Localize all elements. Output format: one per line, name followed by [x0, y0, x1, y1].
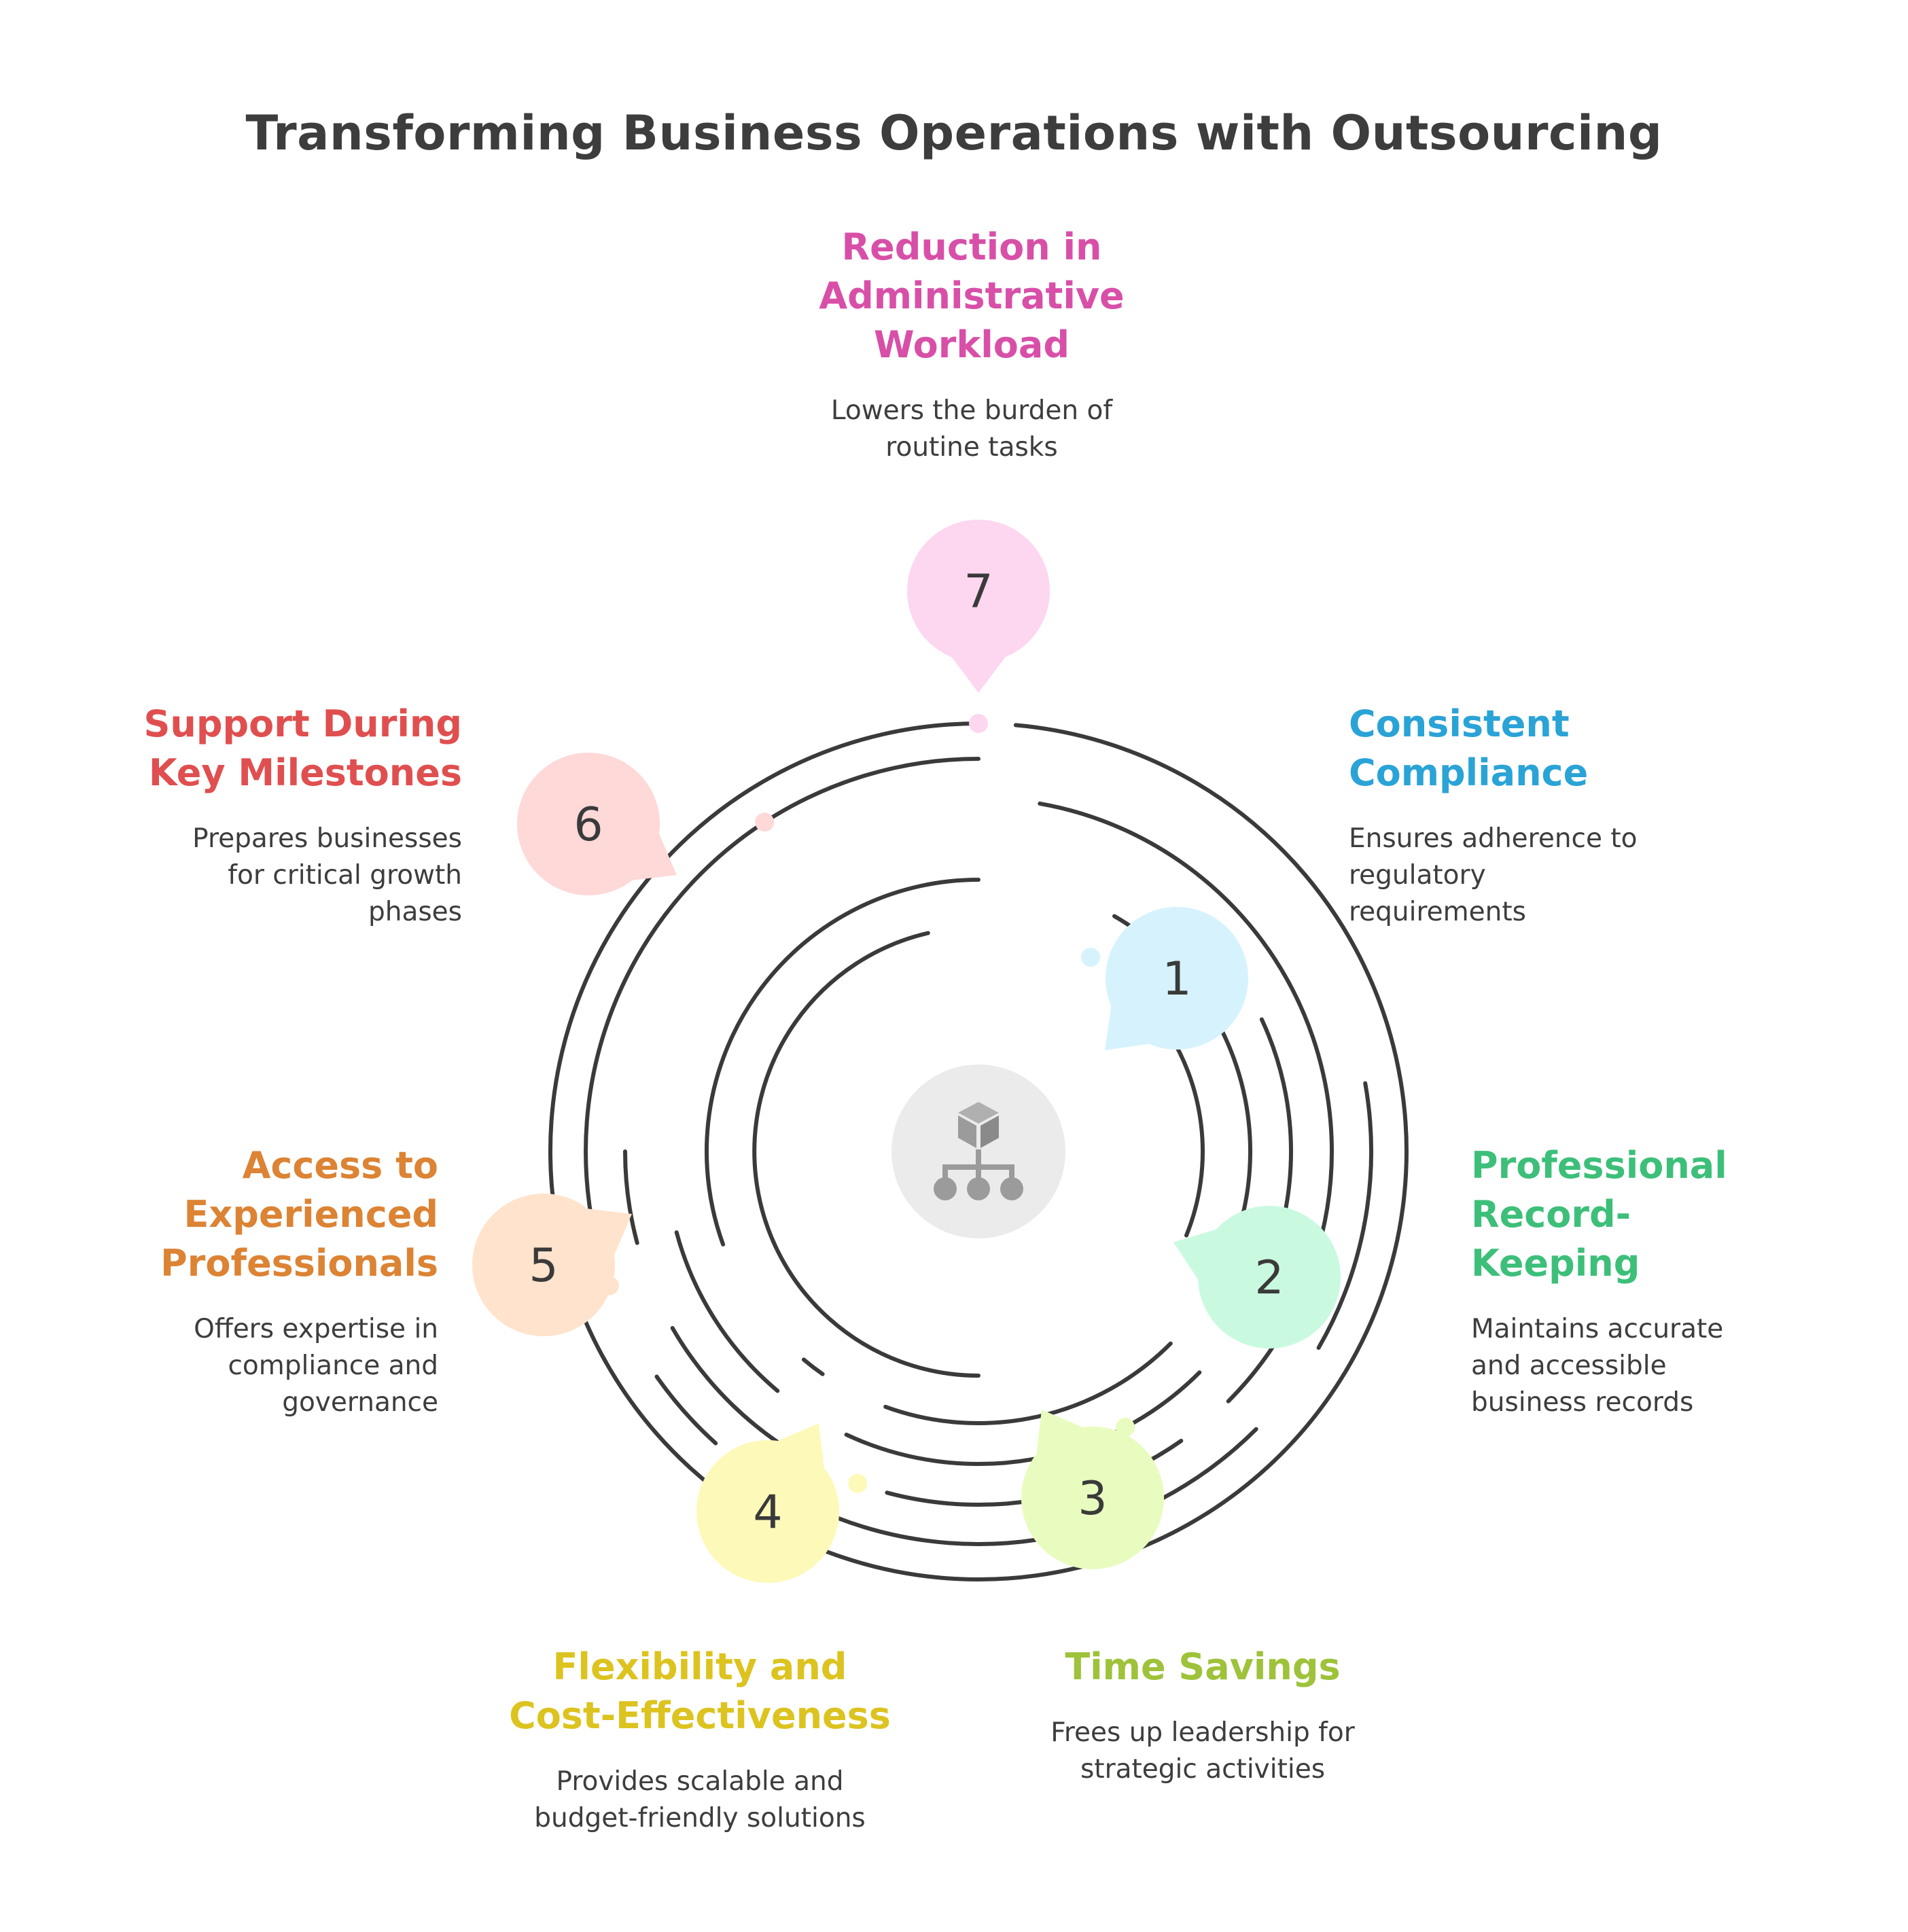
- item-3-title: Time Savings: [1065, 1645, 1341, 1688]
- ring-arc: [1316, 1081, 1373, 1350]
- bubble-circle: [517, 753, 660, 895]
- ring-arc: [801, 1357, 825, 1376]
- item-5-access-to-experienced-professionals: Access to Experienced Professionals Offe…: [109, 1141, 438, 1421]
- ring-arc: [1160, 1020, 1205, 1238]
- item-3-number: 3: [1078, 1472, 1107, 1526]
- item-1-description: Ensures adherence to regulatory requirem…: [1349, 823, 1638, 927]
- ring-arc: [548, 721, 1409, 1581]
- item-4-bubble: 4: [696, 1423, 839, 1583]
- item-7-bubble: 7: [907, 520, 1050, 693]
- item-2-bubble: 2: [1173, 1206, 1341, 1348]
- bubble-tail: [951, 657, 1006, 693]
- item-4-ring-dot: [848, 1473, 868, 1493]
- item-6-number: 6: [573, 798, 603, 852]
- item-4-description: Provides scalable and budget-friendly so…: [534, 1766, 866, 1833]
- item-2-title: Professional Record- Keeping: [1471, 1144, 1727, 1285]
- item-5-bubble: 5: [472, 1194, 632, 1336]
- item-2-description: Maintains accurate and accessible busine…: [1471, 1314, 1724, 1418]
- item-3-time-savings: Time Savings Frees up leadership for str…: [999, 1643, 1407, 1788]
- bubble-circle: [472, 1194, 615, 1336]
- item-1-consistent-compliance: Consistent Compliance Ensures adherence …: [1349, 700, 1756, 931]
- item-1-ring-dot: [1081, 948, 1100, 967]
- item-6-title: Support During Key Milestones: [143, 702, 463, 794]
- ring-arc: [584, 757, 980, 1288]
- item-5-title: Access to Experienced Professionals: [160, 1144, 438, 1285]
- item-1-title: Consistent Compliance: [1349, 702, 1589, 794]
- item-2-professional-record-keeping: Professional Record- Keeping Maintains a…: [1471, 1141, 1879, 1421]
- item-3-ring-dot: [1115, 1418, 1135, 1437]
- item-4-number: 4: [753, 1486, 782, 1539]
- ring-arc: [883, 1341, 1173, 1425]
- bubble-circle: [1106, 907, 1248, 1050]
- bubble-tail: [1173, 1229, 1216, 1280]
- item-7-title: Reduction in Administrative Workload: [819, 226, 1125, 366]
- hierarchy-cube-icon: [934, 1102, 1023, 1200]
- bubble-circle: [1021, 1427, 1164, 1569]
- ring-arc: [752, 931, 980, 1378]
- item-6-bubble: 6: [517, 753, 677, 895]
- item-3-description: Frees up leadership for strategic activi…: [1050, 1717, 1355, 1785]
- ring-arc: [654, 1374, 718, 1446]
- item-7-ring-dot: [969, 714, 988, 733]
- item-7-reduction-in-administrative-workload: Reduction in Administrative Workload Low…: [734, 223, 1209, 466]
- ring-arc: [674, 1230, 780, 1393]
- item-4-flexibility-and-cost-effectiveness: Flexibility and Cost-Effectiveness Provi…: [462, 1643, 938, 1837]
- item-5-description: Offers expertise in compliance and gover…: [194, 1314, 438, 1418]
- item-5-number: 5: [529, 1239, 558, 1293]
- item-3-bubble: 3: [1021, 1410, 1164, 1569]
- ring-arc: [622, 1149, 639, 1245]
- item-1-number: 1: [1162, 952, 1191, 1006]
- item-7-description: Lowers the burden of routine tasks: [830, 395, 1113, 463]
- ring-arc: [705, 878, 980, 1247]
- bubble-circle: [696, 1440, 839, 1583]
- center-hub: [891, 1065, 1065, 1238]
- bubble-circle: [1198, 1206, 1341, 1348]
- page-title: Transforming Business Operations with Ou…: [245, 105, 1663, 161]
- bubble-circle: [907, 520, 1050, 662]
- item-2-number: 2: [1254, 1251, 1284, 1305]
- item-4-title: Flexibility and Cost-Effectiveness: [509, 1645, 891, 1737]
- number-bubbles: 1 2 3 4 5 6 7: [472, 520, 1341, 1583]
- item-7-number: 7: [964, 565, 993, 619]
- item-6-ring-dot: [755, 812, 775, 832]
- item-6-support-during-key-milestones: Support During Key Milestones Prepares b…: [109, 700, 463, 931]
- item-1-bubble: 1: [1104, 907, 1248, 1051]
- item-6-description: Prepares businesses for critical growth …: [192, 823, 462, 927]
